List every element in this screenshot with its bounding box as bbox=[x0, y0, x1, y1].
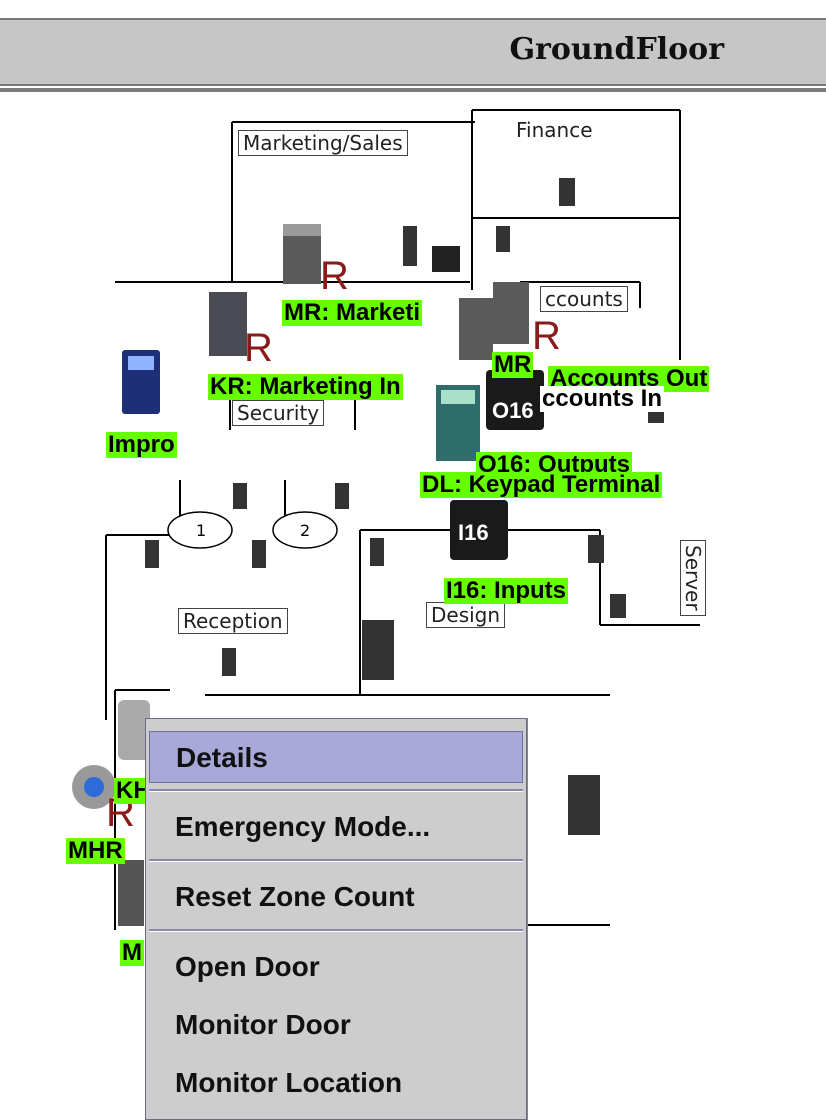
menu-item-open-door[interactable]: Open Door bbox=[175, 951, 320, 982]
small-reader-icon bbox=[559, 178, 575, 206]
reader-icon bbox=[493, 282, 529, 344]
device-label-impro[interactable]: Impro bbox=[106, 431, 177, 458]
reader-marker: R bbox=[320, 254, 349, 298]
terminal-icon bbox=[568, 775, 600, 835]
floor-title: GroundFloor bbox=[509, 32, 724, 67]
menu-item-monitor-door[interactable]: Monitor Door bbox=[175, 1009, 351, 1040]
small-reader-icon bbox=[145, 540, 159, 568]
biometric-reader-lens bbox=[84, 777, 104, 797]
device-label-accounts-in[interactable]: ccounts In bbox=[540, 385, 665, 412]
printer-icon bbox=[432, 246, 460, 272]
device-label-dl-keypad[interactable]: DL: Keypad Terminal bbox=[420, 471, 663, 498]
zone-markers bbox=[167, 511, 338, 549]
zone-number: 2 bbox=[300, 521, 310, 540]
i16-chip: I16 bbox=[458, 520, 489, 545]
room-marketing-sales: Marketing/Sales bbox=[238, 130, 408, 156]
device-icons bbox=[72, 178, 664, 926]
reader-marker: R bbox=[244, 326, 273, 370]
room-design: Design bbox=[426, 602, 506, 628]
terminal-icon bbox=[362, 620, 394, 680]
terminal-screen bbox=[441, 390, 475, 404]
o16-chip: O16 bbox=[492, 398, 534, 423]
small-reader-icon bbox=[496, 226, 510, 252]
output-module-icon bbox=[486, 370, 544, 430]
input-module-icon bbox=[450, 500, 508, 560]
small-reader-icon bbox=[403, 226, 417, 266]
small-reader-icon bbox=[335, 483, 349, 509]
keypad-reader-icon bbox=[209, 292, 247, 356]
reader-icon bbox=[459, 298, 493, 360]
title-bar-underline bbox=[0, 88, 826, 92]
room-security: Security bbox=[232, 400, 325, 426]
impro-screen bbox=[128, 356, 154, 370]
menu-separator bbox=[149, 929, 523, 932]
module-chip-labels: O16 I16 bbox=[458, 398, 534, 545]
title-bar-background bbox=[0, 18, 826, 86]
device-label-kr-marketing[interactable]: KR: Marketing In bbox=[208, 373, 403, 400]
reader-icon bbox=[118, 860, 144, 926]
menu-item-emergency-mode[interactable]: Emergency Mode... bbox=[175, 811, 431, 842]
device-label-accounts-in-prefix[interactable]: MR bbox=[492, 351, 534, 378]
menu-separator bbox=[149, 859, 523, 862]
small-reader-icon bbox=[252, 540, 266, 568]
title-bar: GroundFloor bbox=[0, 8, 826, 92]
zone-number: 1 bbox=[196, 521, 206, 540]
menu-item-reset-zone-count[interactable]: Reset Zone Count bbox=[175, 881, 415, 912]
device-label-i16-inputs[interactable]: I16: Inputs bbox=[444, 577, 569, 604]
context-menu: Details Emergency Mode... Reset Zone Cou… bbox=[145, 718, 527, 1120]
room-reception: Reception bbox=[178, 608, 288, 634]
device-label-mhr[interactable]: MHR bbox=[66, 837, 125, 864]
zone-marker bbox=[167, 511, 233, 549]
zone-numbers: 1 2 bbox=[196, 521, 310, 540]
menu-item-details[interactable]: Details bbox=[149, 731, 523, 783]
room-accounts: ccounts bbox=[540, 286, 628, 312]
menu-separator bbox=[149, 789, 523, 792]
small-reader-icon bbox=[222, 648, 236, 676]
menu-item-monitor-location[interactable]: Monitor Location bbox=[175, 1067, 403, 1098]
zone-marker bbox=[272, 511, 338, 549]
device-label-m[interactable]: M bbox=[120, 939, 144, 966]
intercom-icon bbox=[118, 700, 150, 760]
room-finance: Finance bbox=[512, 118, 597, 142]
device-label-mr-marketing[interactable]: MR: Marketi bbox=[282, 299, 423, 326]
reader-marker: R bbox=[532, 314, 561, 358]
small-reader-icon bbox=[588, 535, 604, 563]
small-reader-icon bbox=[610, 594, 626, 618]
reader-top bbox=[283, 224, 321, 236]
room-server: Server bbox=[680, 540, 706, 616]
small-reader-icon bbox=[233, 483, 247, 509]
small-reader-icon bbox=[370, 538, 384, 566]
